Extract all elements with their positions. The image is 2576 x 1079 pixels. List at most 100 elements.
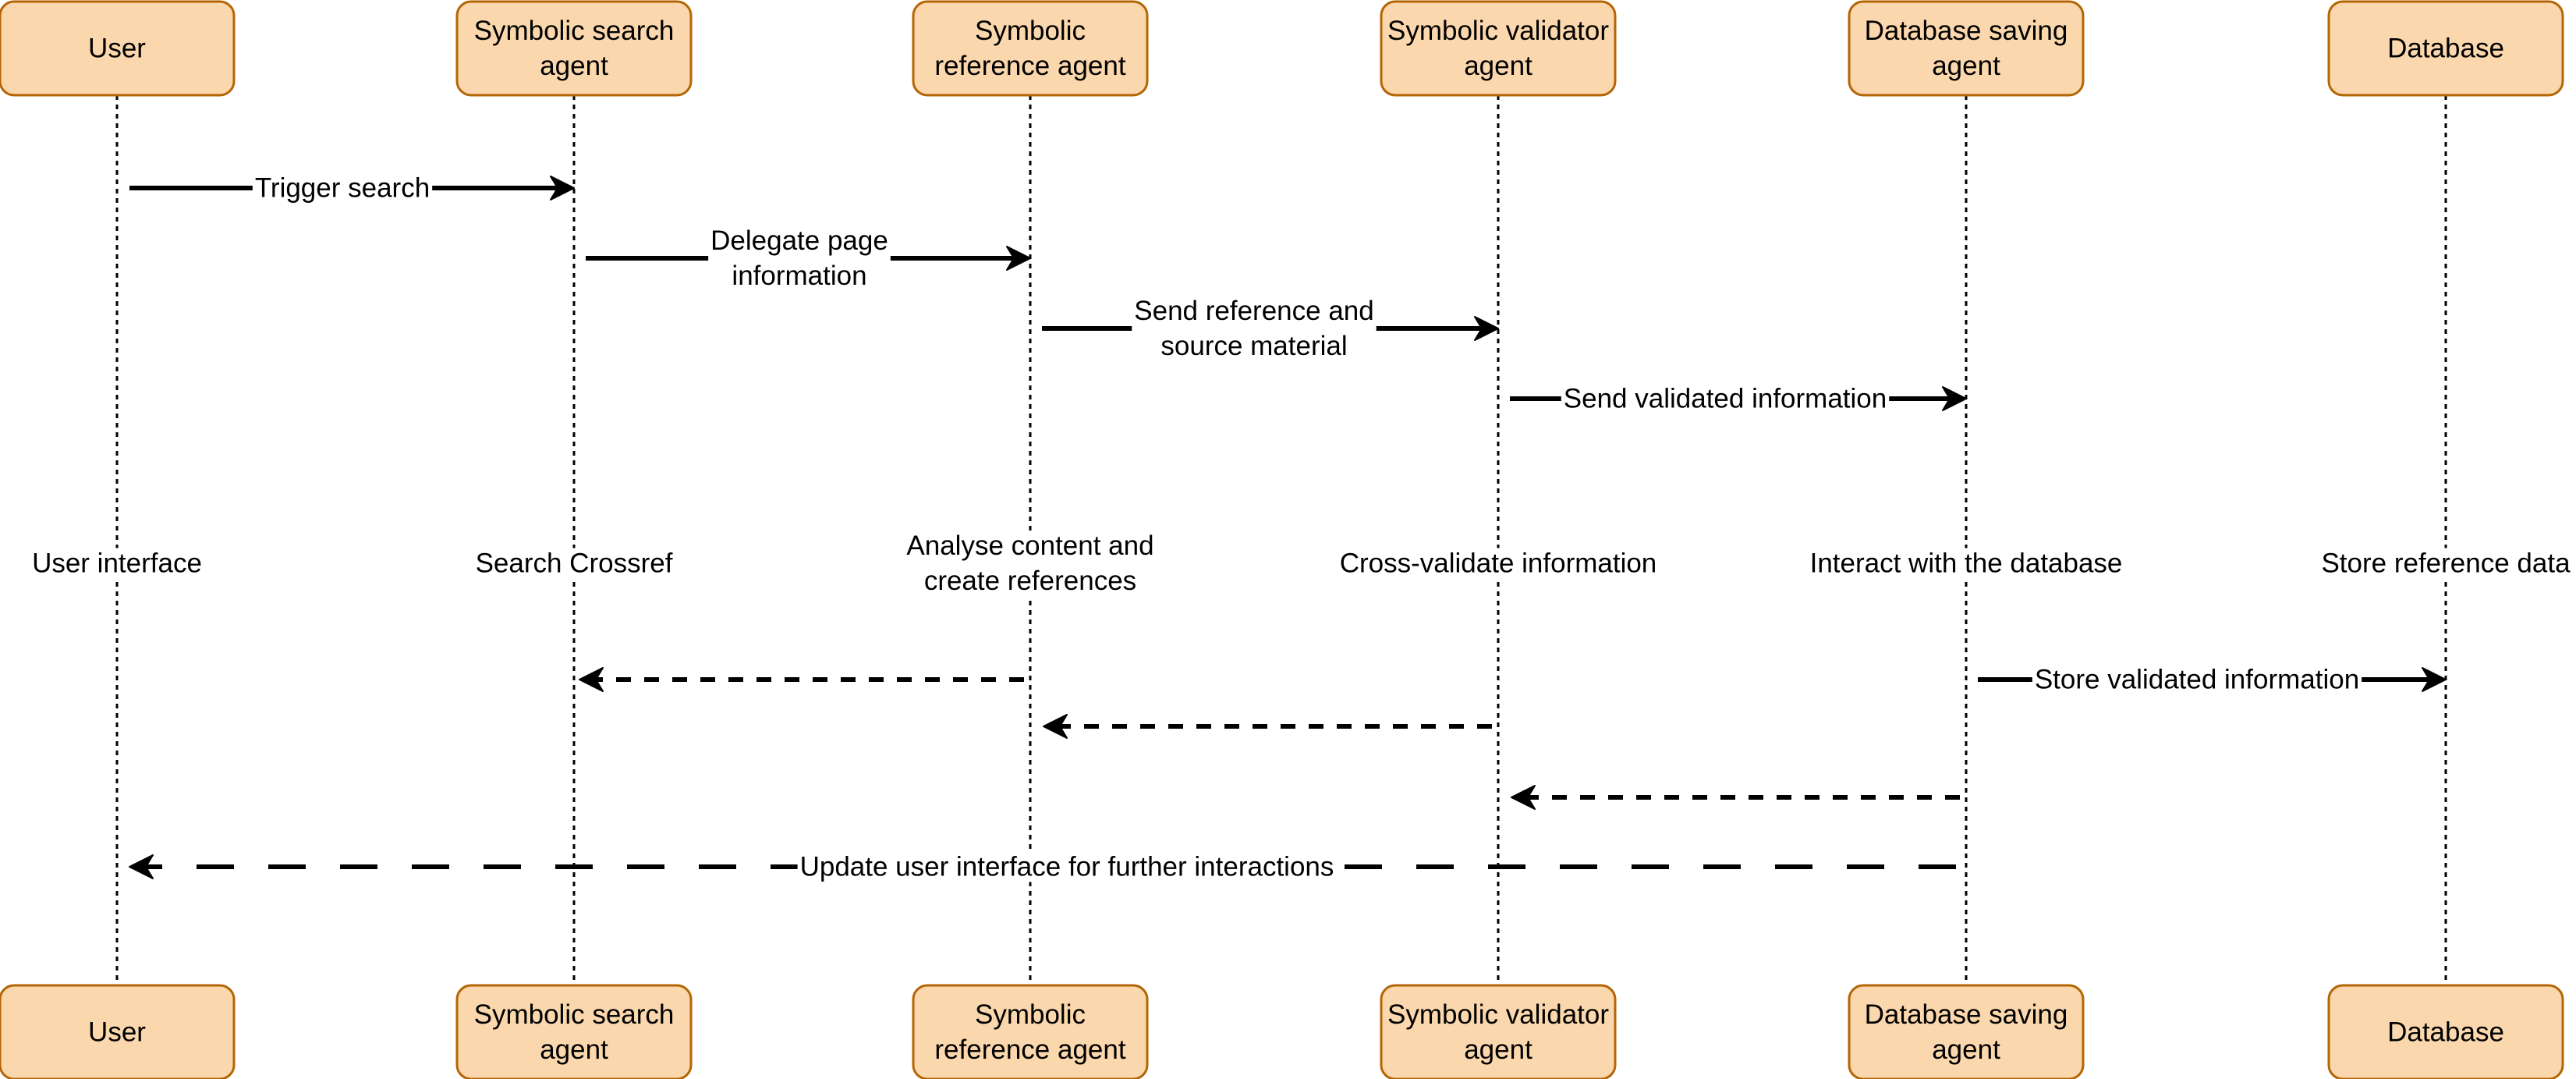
participant-label: agent — [1464, 51, 1532, 81]
message-search-to-reference: Delegate page information — [586, 225, 1031, 291]
lifelines — [115, 95, 2447, 985]
arrow-head — [1511, 785, 1536, 810]
participant-label: Symbolic validator — [1387, 16, 1609, 46]
note-reference: Analyse content and create references — [904, 531, 1157, 596]
note-label: Cross-validate information — [1340, 548, 1657, 579]
note-background — [1337, 548, 1660, 579]
note-label: User interface — [32, 548, 202, 579]
message-label: Store validated information — [2035, 665, 2359, 695]
message-label-line: information — [732, 261, 866, 291]
message-label-line: Store validated information — [2035, 665, 2359, 695]
message-label-background — [1132, 296, 1377, 361]
arrow-head — [1006, 246, 1031, 271]
participant-label: User — [88, 34, 146, 64]
message-validator-to-saving: Send validated information — [1510, 383, 1967, 414]
note-database: Store reference data — [2319, 548, 2574, 579]
participant-label: Database — [2387, 34, 2504, 64]
message-label-line: Update user interface for further intera… — [800, 852, 1334, 882]
note-label-line: Analyse content and — [906, 531, 1153, 561]
message-saving-to-user: Update user interface for further intera… — [129, 851, 1956, 882]
message-label-line: Delegate page — [710, 225, 888, 256]
note-label: Interact with the database — [1810, 548, 2123, 579]
note-label: Store reference data — [2321, 548, 2571, 579]
participant-label: Database — [2387, 1017, 2504, 1048]
participant-label: Database saving — [1865, 999, 2068, 1030]
message-validator-to-reference — [1043, 714, 1492, 739]
note-label-line: create references — [924, 566, 1136, 596]
arrow-head — [579, 667, 604, 692]
arrow-head — [1043, 714, 1068, 739]
note-label-line: Store reference data — [2321, 548, 2571, 579]
participant-box — [1380, 984, 1617, 1079]
participant-label: Symbolic validator — [1387, 999, 1609, 1030]
arrow-head — [2422, 667, 2447, 692]
message-label-background — [1561, 383, 1890, 414]
message-saving-to-validator — [1511, 785, 1960, 810]
note-background — [2319, 548, 2574, 579]
note-background — [1807, 548, 2125, 579]
participant-box — [1380, 0, 1617, 97]
participant-user-bottom: User — [0, 984, 236, 1079]
message-reference-to-search — [579, 667, 1024, 692]
message-label: Send validated information — [1564, 384, 1887, 414]
notes: User interface Search Crossref Analyse con… — [30, 531, 2574, 596]
participant-database-bottom: Database — [2327, 984, 2564, 1079]
participant-box — [2327, 0, 2564, 97]
message-label-line: Send reference and — [1134, 296, 1373, 326]
message-label: Delegate page information — [710, 225, 888, 291]
participant-validator-top: Symbolic validator agent — [1380, 0, 1617, 97]
participant-box — [0, 984, 236, 1079]
message-label: Trigger search — [255, 173, 430, 204]
message-label-line: source material — [1160, 331, 1347, 361]
participant-label: reference agent — [934, 1035, 1125, 1065]
note-label-line: Cross-validate information — [1340, 548, 1657, 579]
message-label-background — [708, 225, 891, 291]
participant-label: agent — [540, 51, 608, 81]
message-label-background — [2032, 664, 2362, 695]
message-reference-to-validator: Send reference and source material — [1042, 296, 1499, 361]
arrow-head — [1474, 316, 1499, 341]
participant-search-top: Symbolic search agent — [455, 0, 693, 97]
participant-box — [912, 984, 1149, 1079]
participant-label: Symbolic — [975, 999, 1086, 1030]
note-saving: Interact with the database — [1807, 548, 2125, 579]
participant-label: agent — [1464, 1035, 1532, 1065]
note-background — [904, 531, 1157, 596]
participant-label: Symbolic search — [474, 16, 675, 46]
participant-box — [2327, 984, 2564, 1079]
note-search: Search Crossref — [473, 548, 675, 579]
note-label: Analyse content and create references — [906, 531, 1153, 596]
message-user-to-search: Trigger search — [129, 172, 575, 204]
participant-box — [455, 984, 693, 1079]
arrow-head — [550, 176, 575, 201]
participant-box — [912, 0, 1149, 97]
message-label-background — [797, 851, 1337, 882]
participant-label: reference agent — [934, 51, 1125, 81]
participant-box — [0, 0, 236, 97]
participant-database-top: Database — [2327, 0, 2564, 97]
participant-validator-bottom: Symbolic validator agent — [1380, 984, 1617, 1079]
participant-user-top: User — [0, 0, 236, 97]
participant-reference-bottom: Symbolic reference agent — [912, 984, 1149, 1079]
note-validator: Cross-validate information — [1337, 548, 1660, 579]
message-label-line: Trigger search — [255, 173, 430, 204]
message-label: Send reference and source material — [1134, 296, 1373, 361]
participant-box — [1848, 0, 2085, 97]
note-label-line: User interface — [32, 548, 202, 579]
message-saving-to-database: Store validated information — [1978, 664, 2447, 695]
note-label-line: Search Crossref — [476, 548, 673, 579]
participant-box — [455, 0, 693, 97]
participant-label: agent — [540, 1035, 608, 1065]
note-background — [30, 548, 204, 579]
note-label: Search Crossref — [476, 548, 673, 579]
message-label-background — [252, 172, 433, 204]
participant-box — [1848, 984, 2085, 1079]
participant-label: Database saving — [1865, 16, 2068, 46]
participant-label: Symbolic search — [474, 999, 675, 1030]
